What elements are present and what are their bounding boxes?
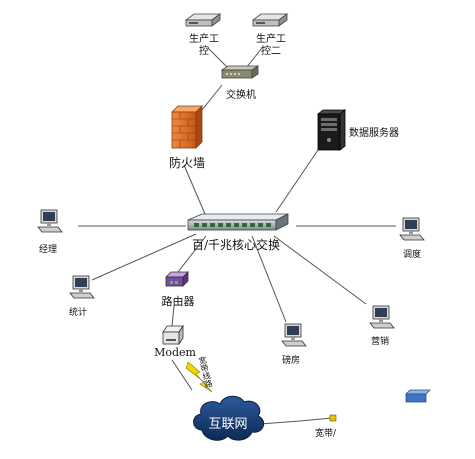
modem-label: Modem [154, 346, 196, 359]
firewall-icon [171, 105, 203, 149]
link-firewall-core [183, 164, 206, 215]
modem-icon [162, 324, 184, 346]
workstation-1-label-line2: 控 [199, 46, 209, 57]
link-server-core [275, 149, 319, 213]
partial-device-icon [405, 389, 431, 403]
workstation-2-label-line2: 控二 [261, 46, 281, 57]
sales-label: 营销 [370, 337, 390, 347]
internet-cloud-icon [193, 395, 265, 441]
manager-label: 经理 [38, 245, 58, 255]
workstation-2-label-line1: 生产工 [256, 34, 286, 45]
link-sales-core [273, 235, 367, 305]
connection-lines [78, 47, 396, 425]
link-stats-core [91, 233, 197, 281]
access-switch-label: 交换机 [226, 90, 256, 101]
lightning-bolt-icon [185, 361, 213, 393]
broadband-end-label: 宽带/ [315, 429, 337, 439]
link-warehouse-core [251, 235, 287, 323]
warehouse-label: 磅房 [281, 356, 301, 366]
access-switch-icon [220, 65, 260, 79]
link-internet-broadband [259, 417, 333, 425]
internet-label: 互联网 [208, 417, 248, 432]
warehouse-pc-icon [281, 323, 307, 347]
sales-pc-icon [369, 305, 395, 329]
workstation-1-label-line1: 生产工 [189, 34, 219, 45]
core-switch-icon [187, 213, 289, 231]
stats-pc-icon [69, 275, 95, 299]
workstation-2-icon [251, 13, 289, 27]
stats-label: 统计 [68, 308, 88, 318]
router-label: 路由器 [161, 295, 195, 308]
core-switch-label: 百/千兆核心交换 [191, 238, 281, 252]
firewall-label: 防火墙 [168, 156, 206, 170]
workstation-1-icon [184, 13, 222, 27]
link-router-modem [171, 305, 175, 327]
workstation-1-label: 生产工 控 [189, 34, 219, 58]
link-switch-firewall [201, 84, 223, 111]
manager-pc-icon [37, 209, 63, 233]
dispatch-label: 调度 [402, 250, 422, 260]
dispatch-pc-icon [399, 217, 425, 241]
link-ws1-switch [207, 47, 229, 69]
router-icon [165, 271, 189, 287]
broadband-connector-icon [329, 414, 337, 422]
workstation-2-label: 生产工 控二 [256, 34, 286, 58]
link-modem-internet [171, 359, 193, 391]
data-server-icon [316, 109, 347, 151]
link-ws2-switch [245, 47, 263, 69]
link-router-core [177, 235, 207, 273]
data-server-label: 数据服务器 [349, 128, 399, 139]
